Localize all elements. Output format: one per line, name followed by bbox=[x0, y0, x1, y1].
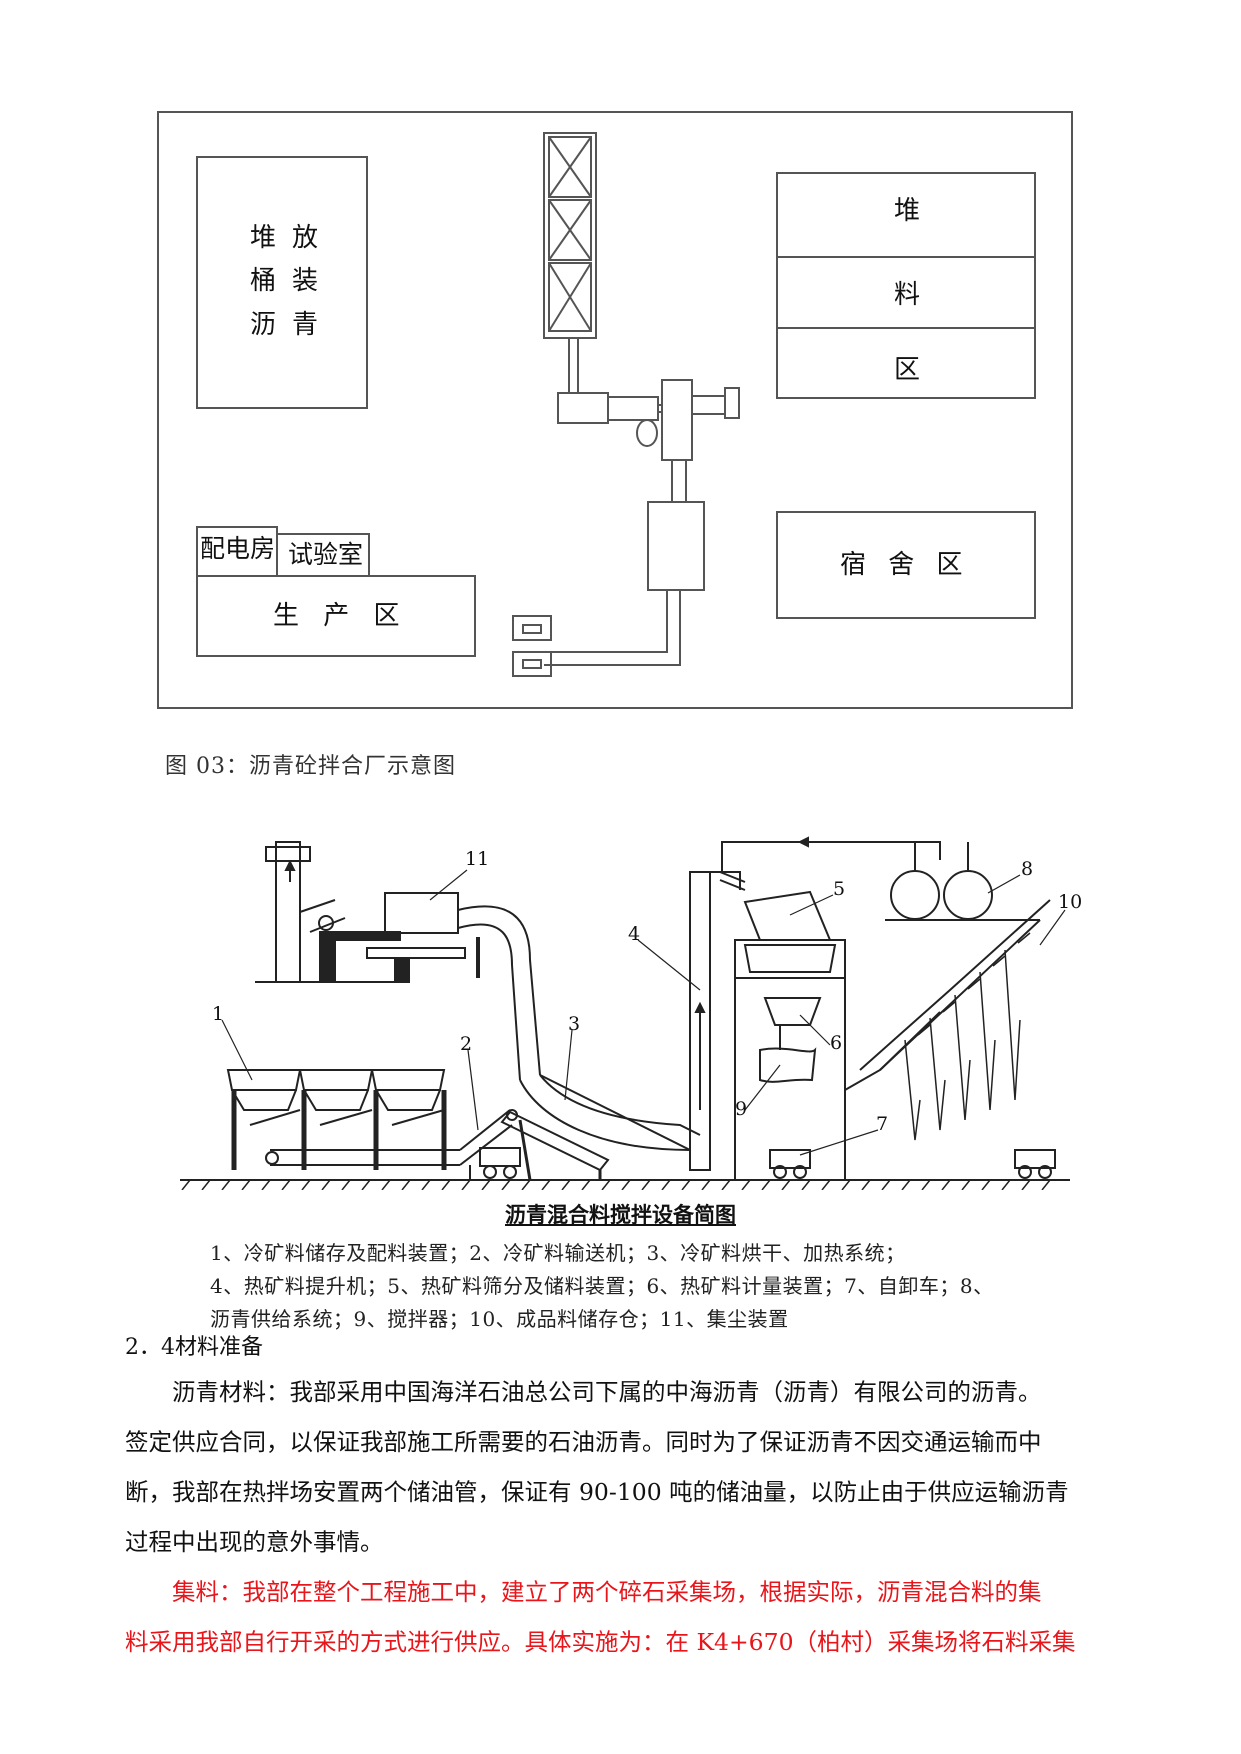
equipment-number-2: 2 bbox=[460, 1033, 473, 1055]
label-lab: 试验室 bbox=[288, 540, 364, 569]
equipment-number-5: 5 bbox=[833, 878, 846, 900]
label-power-room: 配电房 bbox=[200, 534, 276, 563]
paragraph-aggregate: 集料：我部在整个工程施工中，建立了两个碎石采集场，根据实际，沥青混合料的集 料采… bbox=[125, 1567, 1125, 1667]
paragraph-asphalt-line-3: 断，我部在热拌场安置两个储油管，保证有 90-100 吨的储油量，以防止由于供应… bbox=[125, 1478, 1069, 1506]
equipment-number-1: 1 bbox=[212, 1003, 225, 1025]
label-asphalt-storage-2: 放 bbox=[292, 223, 319, 253]
label-stockpile-1: 堆 bbox=[894, 196, 921, 226]
paragraph-asphalt-line-1: 沥青材料：我部采用中国海洋石油总公司下属的中海沥青（沥青）有限公司的沥青。 bbox=[172, 1378, 1042, 1406]
label-asphalt-storage-6: 青 bbox=[292, 310, 319, 340]
label-asphalt-storage-1: 堆 bbox=[250, 223, 277, 253]
equipment-number-10: 10 bbox=[1058, 891, 1083, 913]
figure-caption-site-plan: 图 03：沥青砼拌合厂示意图 bbox=[165, 754, 456, 779]
paragraph-asphalt-line-2: 签定供应合同，以保证我部施工所需要的石油沥青。同时为了保证沥青不因交通运输而中 bbox=[125, 1428, 1042, 1456]
label-stockpile-2: 料 bbox=[894, 280, 921, 310]
paragraph-asphalt-line-4: 过程中出现的意外事情。 bbox=[125, 1528, 384, 1556]
equipment-legend-line-2: 4、热矿料提升机；5、热矿料筛分及储料装置；6、热矿料计量装置；7、自卸车；8、 bbox=[210, 1274, 994, 1298]
label-asphalt-storage-3: 桶 bbox=[250, 266, 277, 296]
equipment-legend-line-3: 沥青供给系统；9、搅拌器；10、成品料储存仓；11、集尘装置 bbox=[210, 1307, 789, 1331]
paragraph-aggregate-line-2: 料采用我部自行开采的方式进行供应。具体实施为：在 K4+670（柏村）采集场将石… bbox=[125, 1628, 1076, 1656]
label-stockpile-3: 区 bbox=[894, 355, 921, 385]
equipment-number-6: 6 bbox=[830, 1032, 843, 1054]
label-production: 生 产 区 bbox=[273, 601, 400, 631]
section-heading: 2．4材料准备 bbox=[125, 1335, 263, 1360]
equipment-number-9: 9 bbox=[735, 1098, 748, 1120]
aggregate-text-1: 我部在整个工程施工中，建立了两个碎石采集场，根据实际，沥青混合料的集 bbox=[242, 1578, 1042, 1606]
equipment-number-11: 11 bbox=[465, 848, 490, 870]
paragraph-aggregate-line-1: 集料：我部在整个工程施工中，建立了两个碎石采集场，根据实际，沥青混合料的集 bbox=[125, 1567, 1125, 1617]
label-dormitory: 宿 舍 区 bbox=[840, 550, 963, 580]
mixing-equipment-diagram bbox=[180, 836, 1070, 1190]
aggregate-label: 集料： bbox=[172, 1578, 243, 1606]
figure-caption-equipment: 沥青混合料搅拌设备简图 bbox=[505, 1203, 736, 1227]
label-asphalt-storage-5: 沥 bbox=[250, 310, 277, 340]
equipment-number-7: 7 bbox=[876, 1113, 889, 1135]
equipment-number-8: 8 bbox=[1021, 858, 1034, 880]
equipment-legend-line-1: 1、冷矿料储存及配料装置；2、冷矿料输送机；3、冷矿料烘干、加热系统； bbox=[210, 1241, 906, 1265]
label-asphalt-storage-4: 装 bbox=[292, 266, 319, 296]
equipment-number-4: 4 bbox=[628, 923, 641, 945]
site-plan-diagram bbox=[157, 111, 1073, 709]
paragraph-asphalt: 沥青材料：我部采用中国海洋石油总公司下属的中海沥青（沥青）有限公司的沥青。 签定… bbox=[125, 1367, 1125, 1567]
equipment-number-3: 3 bbox=[568, 1013, 581, 1035]
